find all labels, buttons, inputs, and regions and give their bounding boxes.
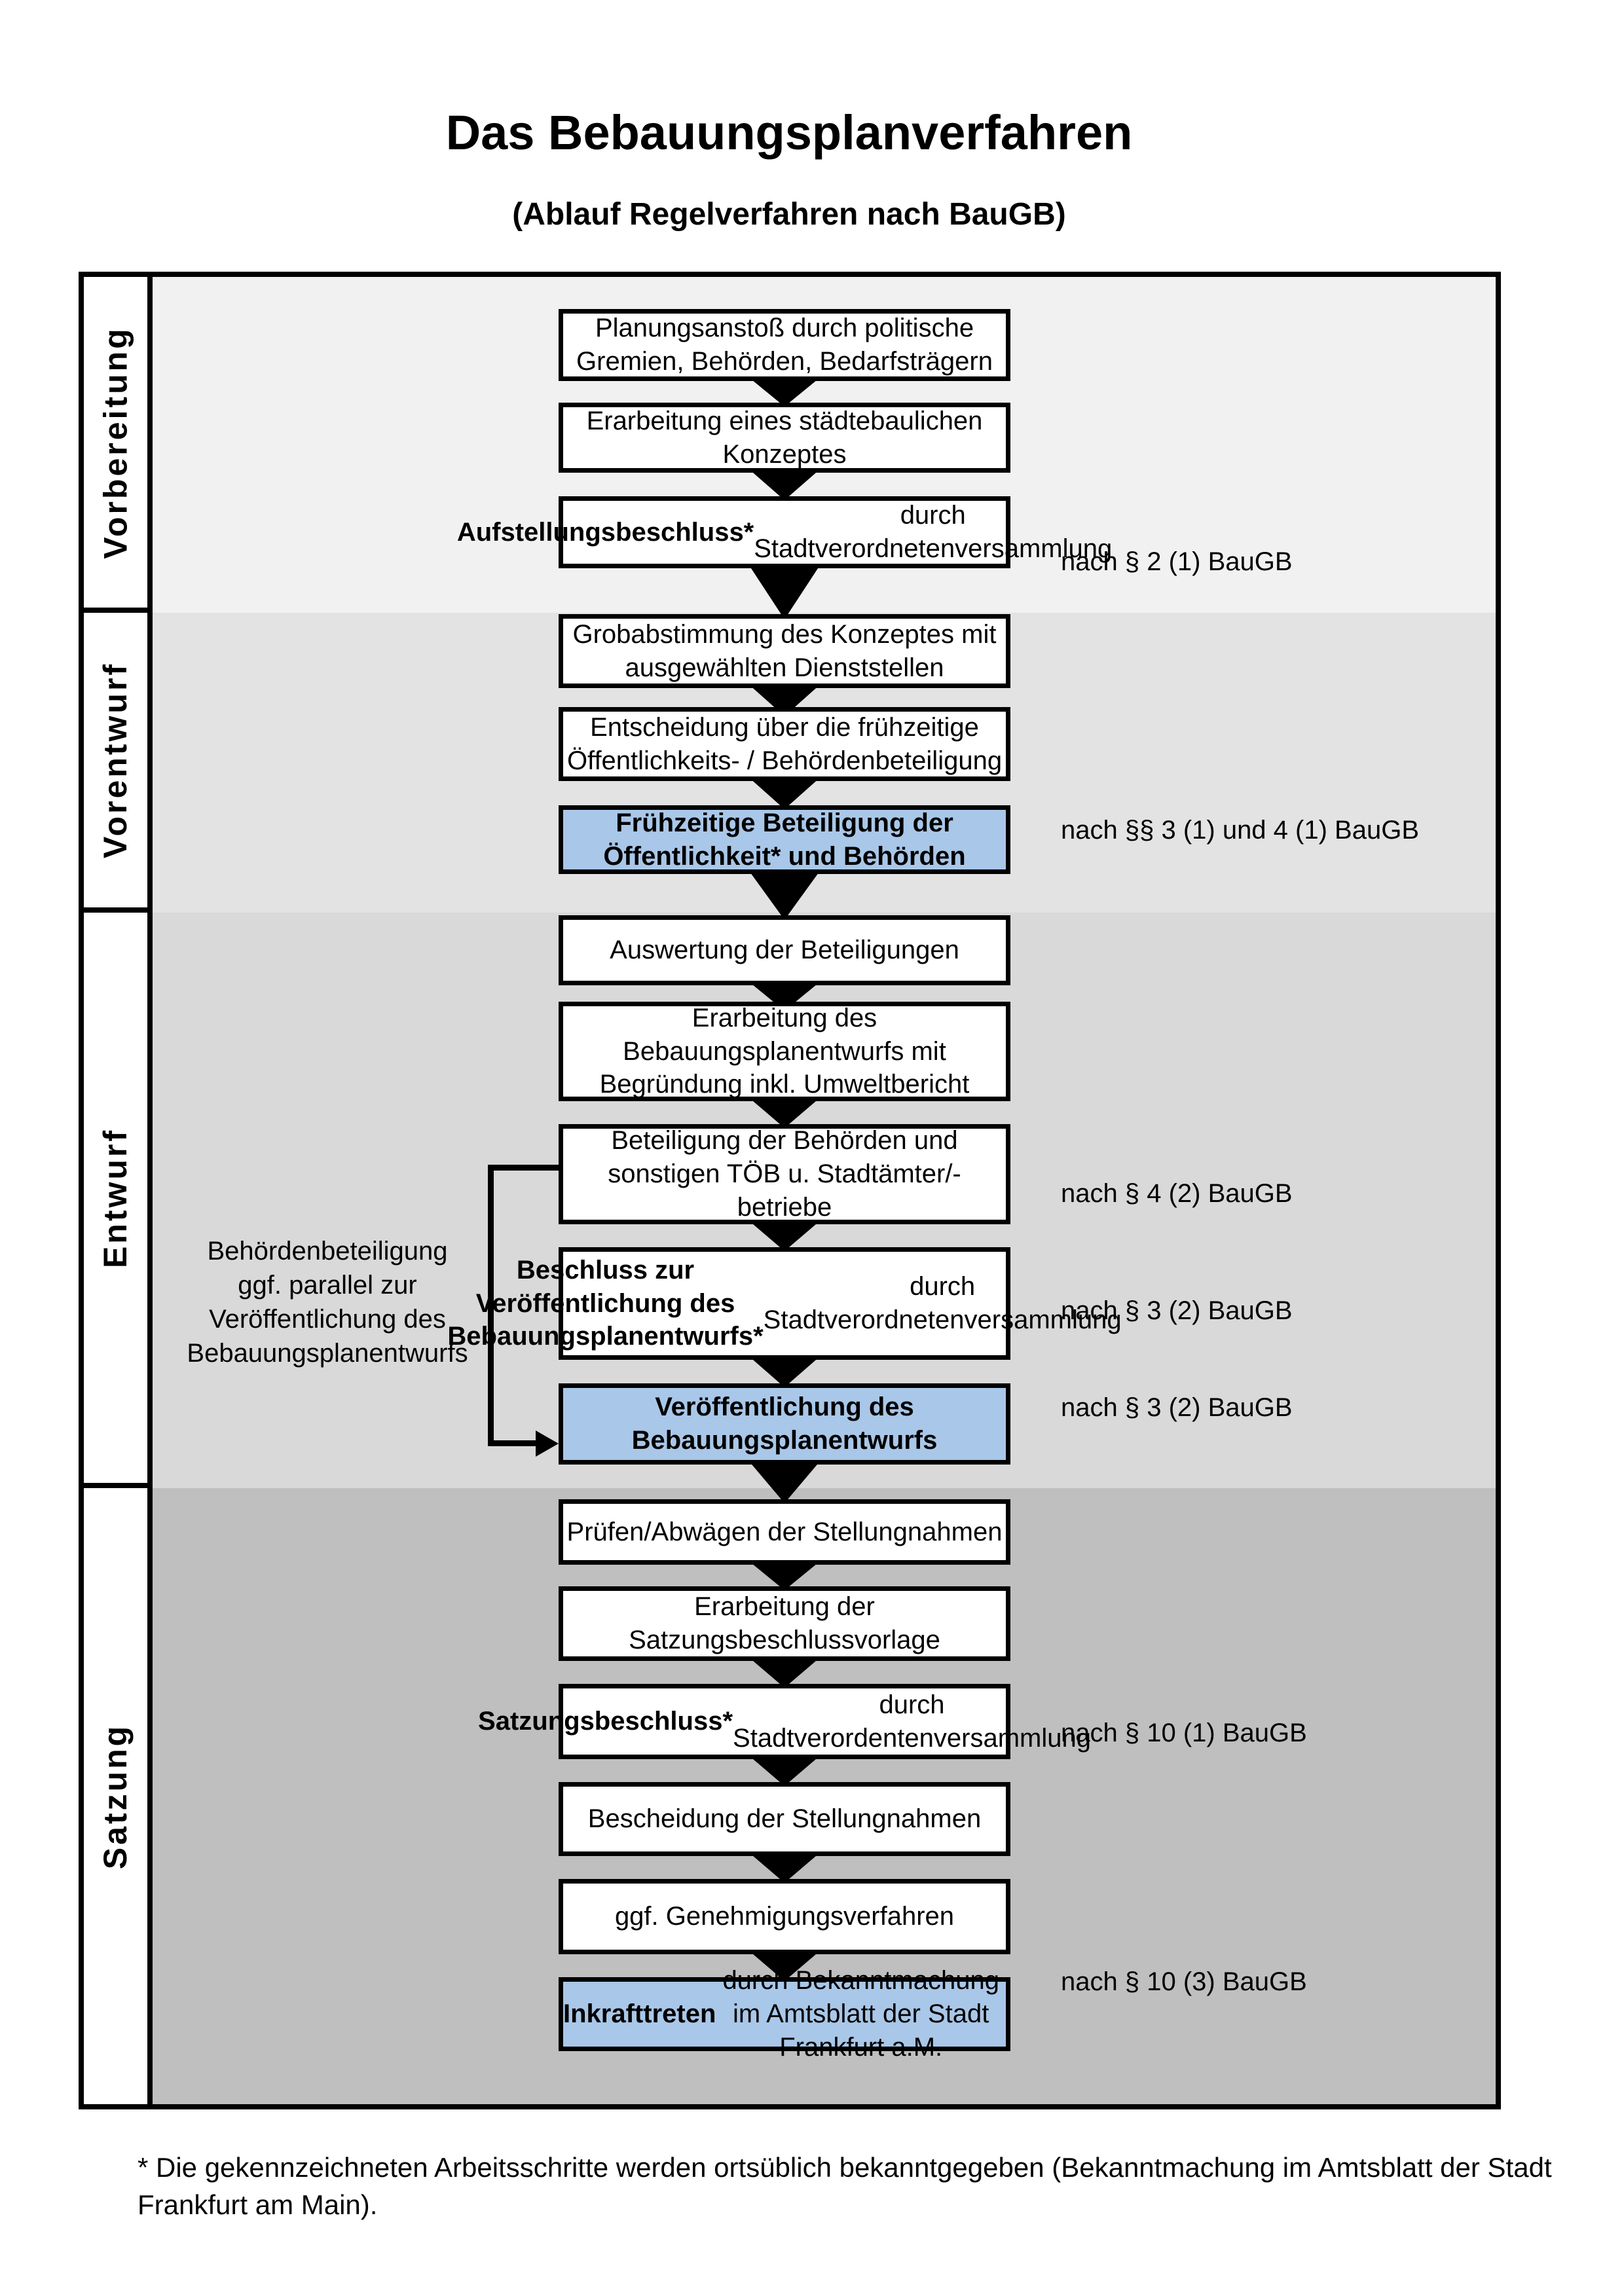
phase-cell-vorbereitung: Vorbereitung [84, 277, 153, 613]
box-text: Beteiligung der Behörden und sonstigen T… [608, 1126, 961, 1222]
arrow-down-icon [748, 777, 821, 809]
box-bold-text: Aufstellungsbeschluss* [456, 517, 754, 547]
flow-box-aufstellungsbeschluss: Aufstellungsbeschluss* durch Stadtverord… [457, 496, 1112, 568]
flow-box-entscheidung-beteiligung: Entscheidung über die frühzeitige Öffent… [559, 707, 1010, 781]
arrow-down-icon [748, 1561, 821, 1590]
arrow-down-icon [748, 1755, 821, 1786]
phase-label-vorbereitung: Vorbereitung [97, 325, 134, 559]
arrow-down-icon [748, 870, 821, 920]
legal-ref: nach § 10 (3) BauGB [1061, 1967, 1307, 1996]
arrow-down-icon [748, 1097, 821, 1128]
flow-box-inkrafttreten: Inkrafttreten durch Bekanntmachung im Am… [559, 1966, 1010, 2062]
process-diagram: Vorbereitung Vorentwurf Entwurf Satzung … [79, 272, 1501, 2109]
legal-ref: nach § 10 (1) BauGB [1061, 1719, 1307, 1747]
box-bold-text: Satzungsbeschluss* [478, 1707, 733, 1736]
box-text: durch Stadtverordentenversammlung [733, 1690, 1091, 1753]
phase-cell-satzung: Satzung [84, 1488, 153, 2104]
connector-horizontal-top [488, 1165, 559, 1171]
box-text: Erarbeitung des Bebauungsplanentwurfs mi… [599, 1003, 970, 1099]
box-text: durch Stadtverordnetenversammlung [754, 501, 1113, 563]
flow-box-veroeffentlichung: Veröffentlichung des Bebauungsplanentwur… [559, 1383, 1010, 1465]
legal-ref: nach § 2 (1) BauGB [1061, 547, 1293, 576]
phase-cell-entwurf: Entwurf [84, 913, 153, 1488]
page-title: Das Bebauungsplanverfahren [445, 105, 1133, 160]
box-bold-text: Veröffentlichung des Bebauungsplanentwur… [631, 1393, 938, 1455]
phase-label-entwurf: Entwurf [97, 1127, 134, 1268]
box-text: Auswertung der Beteiligungen [610, 936, 959, 965]
box-text: Planungsanstoß durch politische Gremien,… [576, 314, 993, 376]
legal-ref: nach § 3 (2) BauGB [1061, 1393, 1293, 1422]
flow-box-genehmigungsverfahren: ggf. Genehmigungsverfahren [559, 1879, 1010, 1954]
flow-box-pruefen-abwaegen: Prüfen/Abwägen der Stellungnahmen [559, 1499, 1010, 1565]
box-bold-text: Inkrafttreten [563, 1999, 716, 2029]
arrow-down-icon [748, 1356, 821, 1387]
box-text: durch Stadtverordnetenversammlung [763, 1272, 1122, 1334]
box-text: Bescheidung der Stellungnahmen [587, 1804, 982, 1834]
flow-box-behoerden-beteiligung: Beteiligung der Behörden und sonstigen T… [559, 1124, 1010, 1224]
page-subtitle: (Ablauf Regelverfahren nach BauGB) [512, 197, 1066, 232]
box-text: Grobabstimmung des Konzeptes mit ausgewä… [572, 619, 997, 682]
box-text: Prüfen/Abwägen der Stellungnahmen [566, 1517, 1003, 1546]
flow-box-konzept-erarbeitung: Erarbeitung eines städtebaulichen Konzep… [559, 403, 1010, 473]
arrow-down-icon [748, 1950, 821, 1981]
arrow-down-icon [748, 1461, 821, 1503]
arrow-down-icon [748, 377, 821, 407]
box-bold-text: Frühzeitige Beteiligung der Öffentlichke… [603, 808, 966, 871]
arrow-down-icon [748, 469, 821, 500]
connector-vertical [488, 1165, 494, 1446]
legal-ref: nach §§ 3 (1) und 4 (1) BauGB [1061, 816, 1419, 845]
footnote: * Die gekennzeichneten Arbeitsschritte w… [138, 2152, 1552, 2220]
legal-ref: nach § 3 (2) BauGB [1061, 1296, 1293, 1325]
box-text: Entscheidung über die frühzeitige Öffent… [566, 712, 1003, 775]
flow-box-fruehzeitige-beteiligung: Frühzeitige Beteiligung der Öffentlichke… [559, 805, 1010, 874]
legal-ref: nach § 4 (2) BauGB [1061, 1179, 1293, 1208]
flow-box-satzungsbeschluss: Satzungsbeschluss* durch Stadtverordente… [478, 1684, 1091, 1759]
parallel-annotation: Behördenbeteiligung ggf. parallel zur Ve… [187, 1237, 468, 1368]
connector-horizontal-bottom [488, 1440, 537, 1446]
flow-box-entwurf-erarbeitung: Erarbeitung des Bebauungsplanentwurfs mi… [559, 1002, 1010, 1101]
box-text: Erarbeitung eines städtebaulichen Konzep… [586, 406, 983, 469]
box-text: ggf. Genehmigungsverfahren [614, 1902, 955, 1931]
box-bold-text: Beschluss zur Veröffentlichung des Bebau… [447, 1255, 764, 1351]
flow-box-grobabstimmung: Grobabstimmung des Konzeptes mit ausgewä… [559, 614, 1010, 688]
arrow-down-icon [748, 564, 821, 619]
phase-label-vorentwurf: Vorentwurf [97, 661, 134, 859]
flow-box-satzungsvorlage: Erarbeitung der Satzungsbeschlussvorlage [559, 1586, 1010, 1661]
phase-label-satzung: Satzung [97, 1723, 134, 1869]
flow-box-auswertung: Auswertung der Beteiligungen [559, 915, 1010, 985]
arrow-down-icon [748, 1852, 821, 1883]
phase-cell-vorentwurf: Vorentwurf [84, 613, 153, 913]
box-text: durch Bekanntmachung im Amtsblatt der St… [722, 1966, 999, 2062]
arrow-down-icon [748, 1220, 821, 1251]
arrow-right-icon [536, 1430, 559, 1457]
arrow-down-icon [748, 1657, 821, 1688]
flow-box-planungsanstoss: Planungsanstoß durch politische Gremien,… [559, 309, 1010, 381]
box-text: Erarbeitung der Satzungsbeschlussvorlage [629, 1592, 940, 1654]
flow-box-veroeffentlichungs-beschluss: Beschluss zur Veröffentlichung des Bebau… [447, 1247, 1122, 1360]
flow-box-bescheidung: Bescheidung der Stellungnahmen [559, 1782, 1010, 1856]
